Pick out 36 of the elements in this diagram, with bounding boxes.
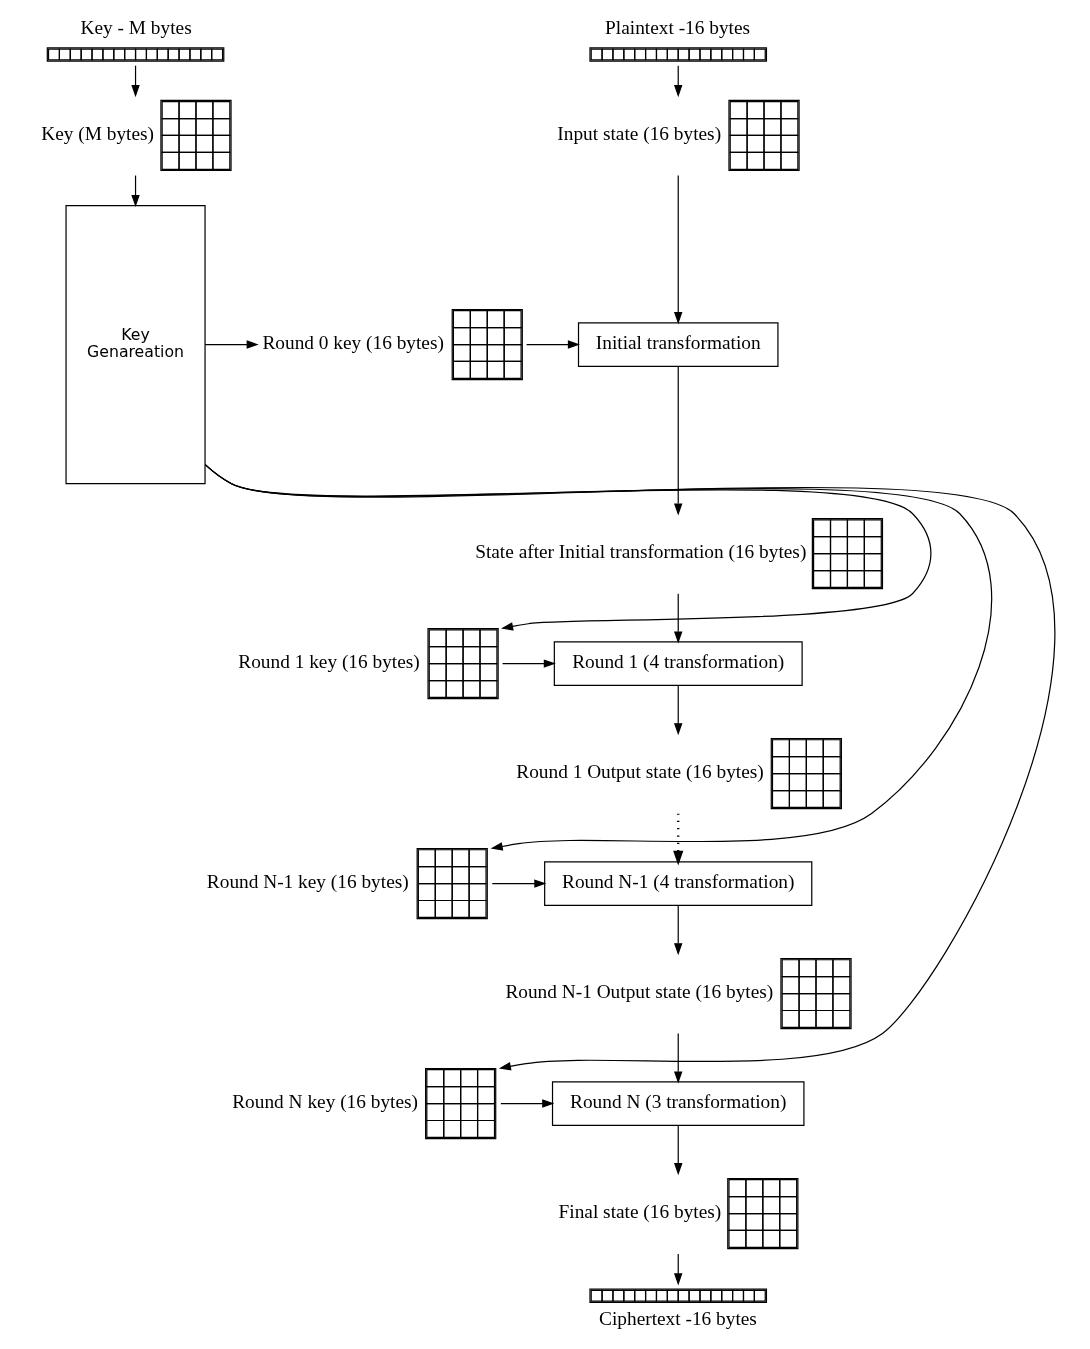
node-label: State after Initial transformation (16 bytes)	[474, 541, 806, 563]
node-box: Key Genareation	[64, 204, 206, 485]
arrow	[673, 1033, 682, 1084]
arrow	[501, 659, 556, 668]
node-label: Plaintext -16 bytes	[604, 17, 750, 39]
arrow	[673, 593, 682, 644]
node-label: Round N-1 Output state (16 bytes)	[504, 981, 773, 1003]
arrow	[130, 174, 140, 208]
arrow	[673, 365, 682, 516]
arrow	[525, 340, 580, 349]
node-label: Ciphertext -16 bytes	[598, 1308, 757, 1330]
arrow	[130, 65, 140, 98]
node-label: Round N key (16 bytes)	[231, 1091, 418, 1113]
node-box: Round N (3 transformation)	[551, 1081, 805, 1126]
arrow	[491, 879, 546, 888]
arrow	[204, 340, 259, 349]
node-box: Round 1 (4 transformation)	[553, 641, 803, 686]
node-label: Final state (16 bytes)	[558, 1201, 721, 1223]
arrow	[673, 65, 682, 98]
arrow	[672, 813, 683, 866]
arrow	[673, 1124, 682, 1176]
arrow	[204, 464, 1055, 1071]
node-label: Round 1 key (16 bytes)	[237, 651, 420, 673]
arrow	[673, 904, 682, 956]
arrow	[673, 684, 682, 736]
node-box: Initial transformation	[577, 322, 779, 367]
arrow	[673, 174, 682, 325]
node-label: Round 1 Output state (16 bytes)	[515, 761, 764, 783]
node-box: Round N-1 (4 transformation)	[543, 861, 812, 906]
node-label: Key (M bytes)	[40, 123, 154, 145]
node-label: Key - M bytes	[80, 17, 192, 39]
node-label: Round N-1 key (16 bytes)	[206, 871, 409, 893]
node-label: Input state (16 bytes)	[556, 123, 721, 145]
arrow	[673, 1253, 682, 1286]
node-label: Round 0 key (16 bytes)	[261, 332, 444, 354]
arrow	[499, 1099, 554, 1108]
